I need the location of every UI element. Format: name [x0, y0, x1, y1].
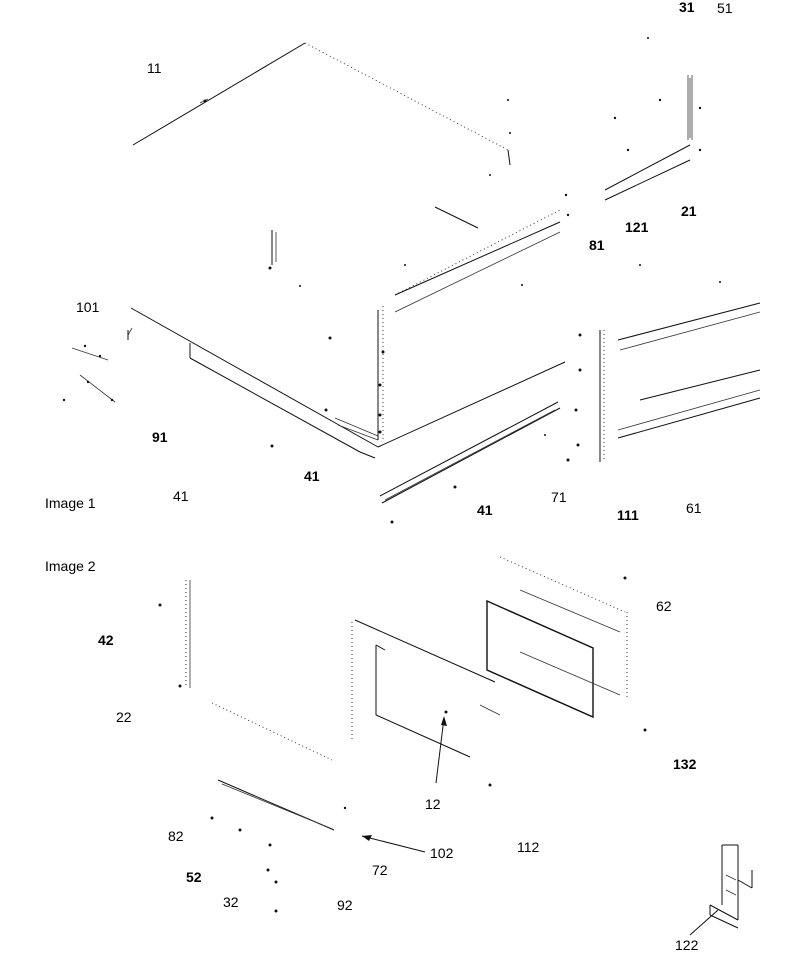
callout-62: 62 [656, 598, 672, 614]
callout-42: 42 [98, 632, 114, 648]
callout-12: 12 [425, 796, 441, 812]
center-access-panel [351, 619, 501, 787]
section-label-image-1: Image 1 [45, 495, 96, 511]
top-right-bracket [564, 37, 702, 217]
callout-72: 72 [372, 862, 388, 878]
callout-52: 52 [186, 869, 202, 885]
callout-81: 81 [589, 237, 605, 253]
callout-41-a: 41 [304, 468, 320, 484]
callout-71: 71 [551, 489, 567, 505]
callout-41-c: 41 [477, 502, 493, 518]
callout-121: 121 [625, 219, 649, 235]
top-cover-panel [132, 42, 511, 176]
callout-92: 92 [337, 897, 353, 913]
left-side-panel [158, 580, 333, 761]
rear-rack-assembly [566, 264, 761, 462]
main-cabinet [130, 206, 566, 459]
callout-112: 112 [517, 839, 540, 855]
bracket-detail [689, 844, 753, 936]
callout-82: 82 [168, 828, 184, 844]
callout-11: 11 [147, 60, 162, 76]
callout-41-b: 41 [173, 488, 189, 504]
left-bracket-fasteners [62, 327, 274, 448]
callout-111: 111 [617, 507, 639, 523]
callout-31: 31 [679, 0, 695, 15]
callout-101: 101 [76, 299, 100, 315]
callout-22: 22 [116, 709, 132, 725]
callout-51: 51 [717, 0, 733, 16]
callout-132: 132 [673, 756, 697, 772]
callout-91: 91 [152, 429, 168, 445]
base-rail [379, 401, 561, 524]
framed-rear-panel [486, 556, 647, 732]
callout-21: 21 [681, 203, 697, 219]
callout-122: 122 [675, 937, 699, 953]
callout-61: 61 [686, 500, 702, 516]
callout-102: 102 [430, 845, 454, 861]
section-label-image-2: Image 2 [45, 558, 96, 574]
lower-panel-and-fasteners [210, 716, 447, 913]
callout-32: 32 [223, 894, 239, 910]
